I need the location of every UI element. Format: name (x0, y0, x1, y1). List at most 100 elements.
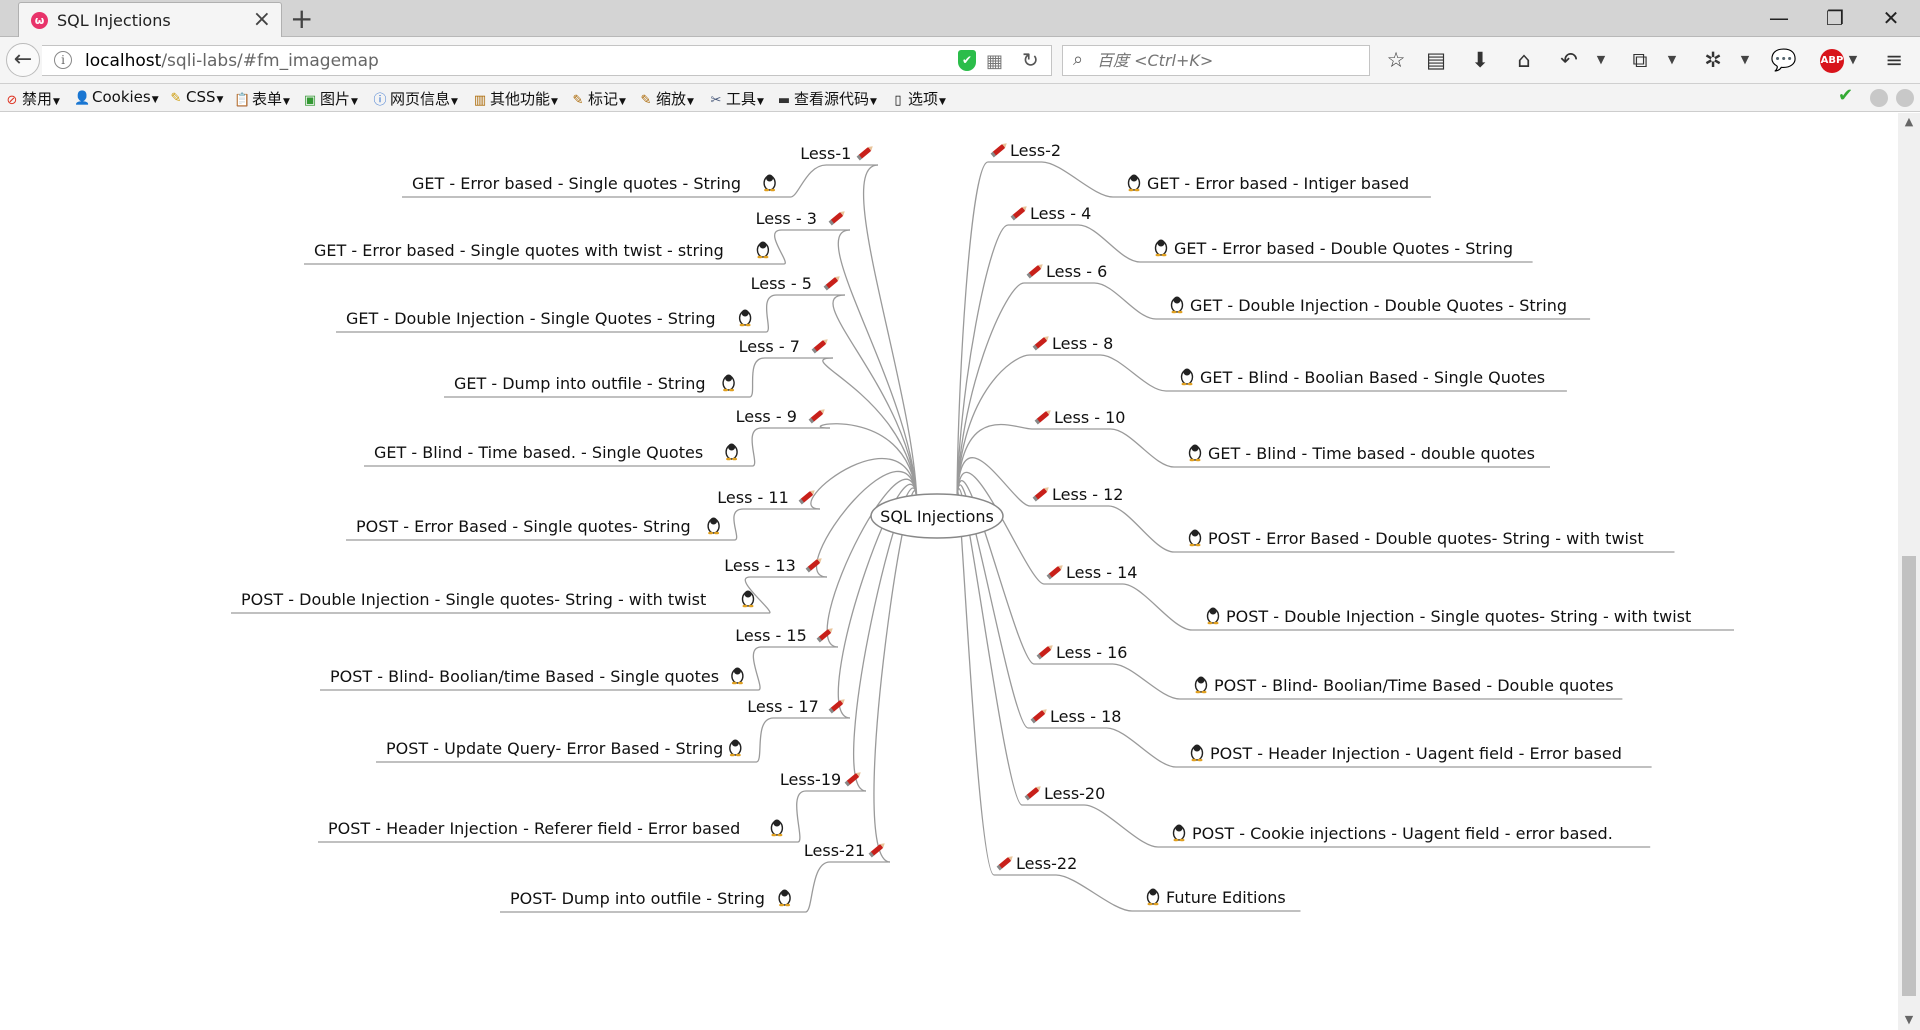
challenge-title[interactable]: GET - Error based - Double Quotes - Stri… (1174, 239, 1513, 258)
scroll-down-icon[interactable]: ▼ (1904, 1013, 1914, 1026)
close-window-button[interactable]: ✕ (1882, 6, 1900, 30)
back-button[interactable]: ← (6, 43, 40, 77)
info-icon[interactable]: i (54, 51, 72, 69)
check-icon[interactable]: ✔ (1838, 85, 1854, 106)
challenge-title[interactable]: POST- Dump into outfile - String (510, 889, 765, 908)
lesson-node[interactable]: Less - 18 (1030, 707, 1122, 726)
home-icon[interactable]: ⌂ (1517, 48, 1531, 72)
challenge-node[interactable]: GET - Blind - Time based - double quotes (1188, 444, 1535, 463)
lesson-label[interactable]: Less - 18 (1050, 707, 1121, 726)
toolbar-item-tools[interactable]: ✂工具▼ (708, 88, 764, 109)
extension-bug-icon[interactable]: ✲ (1704, 48, 1722, 72)
lesson-node[interactable]: Less - 15 (735, 626, 834, 645)
challenge-node[interactable]: POST - Blind- Boolian/time Based - Singl… (330, 667, 744, 686)
toolbar-item-forms[interactable]: 📋表单▼ (234, 90, 290, 108)
challenge-node[interactable]: POST- Dump into outfile - String (510, 889, 791, 908)
lesson-node[interactable]: Less-22 (996, 854, 1078, 873)
challenge-node[interactable]: GET - Error based - Single quotes with t… (314, 241, 770, 260)
challenge-title[interactable]: GET - Blind - Boolian Based - Single Quo… (1200, 368, 1545, 387)
lesson-label[interactable]: Less - 14 (1066, 563, 1137, 582)
lesson-node[interactable]: Less-1 (800, 144, 874, 163)
adblock-icon[interactable]: ABP (1820, 49, 1844, 73)
challenge-title[interactable]: POST - Double Injection - Single quotes-… (241, 590, 706, 609)
toolbar-item-options[interactable]: ▯选项▼ (890, 88, 946, 109)
challenge-title[interactable]: GET - Dump into outfile - String (454, 374, 706, 393)
challenge-node[interactable]: POST - Double Injection - Single quotes-… (1206, 607, 1692, 626)
lesson-node[interactable]: Less - 14 (1046, 563, 1138, 582)
challenge-node[interactable]: GET - Double Injection - Single Quotes -… (346, 309, 752, 328)
search-input[interactable] (1095, 49, 1355, 72)
challenge-title[interactable]: POST - Error Based - Single quotes- Stri… (356, 517, 691, 536)
lesson-node[interactable]: Less - 7 (739, 337, 830, 356)
chevron-down-icon[interactable]: ▼ (1740, 53, 1750, 66)
challenge-node[interactable]: GET - Error based - Double Quotes - Stri… (1154, 239, 1514, 258)
challenge-node[interactable]: POST - Header Injection - Uagent field -… (1190, 744, 1622, 763)
center-ellipse[interactable] (870, 493, 1004, 539)
lesson-label[interactable]: Less-22 (1016, 854, 1077, 873)
toolbar-item-images[interactable]: ▣图片▼ (303, 90, 358, 108)
minimize-button[interactable]: — (1769, 6, 1789, 30)
scroll-up-icon[interactable]: ▲ (1904, 115, 1914, 128)
lesson-node[interactable]: Less - 17 (747, 697, 846, 716)
scrollbar-thumb[interactable] (1902, 556, 1916, 996)
tab-sql-injections[interactable]: ω SQL Injections × (18, 2, 282, 37)
lesson-label[interactable]: Less - 10 (1054, 408, 1125, 427)
challenge-title[interactable]: GET - Blind - Time based - double quotes (1208, 444, 1535, 463)
url-bar[interactable]: i localhost/sqli-labs/#fm_imagemap ✔ ▦ ↻ (42, 45, 1052, 76)
lesson-node[interactable]: Less - 11 (717, 488, 816, 507)
challenge-node[interactable]: POST - Error Based - Double quotes- Stri… (1188, 529, 1644, 548)
challenge-title[interactable]: GET - Error based - Single quotes with t… (314, 241, 724, 260)
qr-code-icon[interactable]: ▦ (986, 51, 1004, 72)
challenge-title[interactable]: GET - Double Injection - Double Quotes -… (1190, 296, 1567, 315)
new-tab-button[interactable]: + (290, 2, 314, 35)
lesson-node[interactable]: Less - 13 (724, 556, 823, 575)
lesson-label[interactable]: Less-21 (804, 841, 865, 860)
lesson-label[interactable]: Less - 4 (1030, 204, 1091, 223)
challenge-title[interactable]: GET - Double Injection - Single Quotes -… (346, 309, 716, 328)
restore-button[interactable]: ❐ (1826, 6, 1844, 30)
toolbar-item-view-source[interactable]: ▬查看源代码▼ (777, 90, 877, 108)
lesson-label[interactable]: Less - 13 (724, 556, 795, 575)
lesson-label[interactable]: Less - 5 (751, 274, 812, 293)
search-bar[interactable]: ⌕ (1062, 45, 1370, 76)
challenge-node[interactable]: GET - Double Injection - Double Quotes -… (1170, 296, 1568, 315)
toolbar-item-cookies[interactable]: 👤Cookies▼ (74, 88, 159, 106)
challenge-title[interactable]: POST - Cookie injections - Uagent field … (1192, 824, 1613, 843)
challenge-node[interactable]: POST - Double Injection - Single quotes-… (241, 590, 755, 609)
lesson-label[interactable]: Less-2 (1010, 141, 1061, 160)
toolbar-item-outline[interactable]: ✎标记▼ (570, 88, 626, 109)
url-text[interactable]: localhost/sqli-labs/#fm_imagemap (85, 51, 379, 71)
challenge-title[interactable]: POST - Double Injection - Single quotes-… (1226, 607, 1691, 626)
toolbar-item-resize[interactable]: ✎缩放▼ (638, 88, 694, 109)
lesson-node[interactable]: Less - 8 (1032, 334, 1114, 353)
lesson-label[interactable]: Less - 3 (756, 209, 817, 228)
chevron-down-icon[interactable]: ▼ (1848, 53, 1858, 66)
lesson-node[interactable]: Less-2 (990, 141, 1062, 160)
lesson-node[interactable]: Less-20 (1024, 784, 1106, 803)
lesson-label[interactable]: Less - 8 (1052, 334, 1113, 353)
challenge-title[interactable]: POST - Blind- Boolian/Time Based - Doubl… (1214, 676, 1614, 695)
lesson-label[interactable]: Less-19 (780, 770, 841, 789)
challenge-title[interactable]: GET - Error based - Intiger based (1147, 174, 1409, 193)
lesson-label[interactable]: Less-1 (800, 144, 851, 163)
lesson-label[interactable]: Less - 11 (717, 488, 788, 507)
challenge-node[interactable]: GET - Blind - Boolian Based - Single Quo… (1180, 368, 1546, 387)
lesson-label[interactable]: Less - 17 (747, 697, 818, 716)
lesson-node[interactable]: Less - 12 (1032, 485, 1124, 504)
challenge-title[interactable]: POST - Blind- Boolian/time Based - Singl… (330, 667, 719, 686)
lesson-node[interactable]: Less - 5 (751, 274, 842, 293)
lesson-label[interactable]: Less - 12 (1052, 485, 1123, 504)
challenge-node[interactable]: POST - Header Injection - Referer field … (328, 819, 784, 838)
lesson-node[interactable]: Less - 4 (1010, 204, 1092, 223)
center-label[interactable]: SQL Injections (880, 507, 994, 526)
lesson-node[interactable]: Less - 6 (1026, 262, 1108, 281)
reload-icon[interactable]: ↻ (1022, 48, 1039, 72)
challenge-node[interactable]: GET - Dump into outfile - String (454, 374, 735, 393)
lesson-label[interactable]: Less - 6 (1046, 262, 1107, 281)
toolbar-item-css[interactable]: ✎CSS▼ (168, 88, 224, 106)
challenge-node[interactable]: POST - Error Based - Single quotes- Stri… (356, 517, 720, 536)
lesson-node[interactable]: Less-19 (780, 770, 862, 789)
lesson-label[interactable]: Less-20 (1044, 784, 1105, 803)
challenge-node[interactable]: GET - Blind - Time based. - Single Quote… (374, 443, 738, 462)
